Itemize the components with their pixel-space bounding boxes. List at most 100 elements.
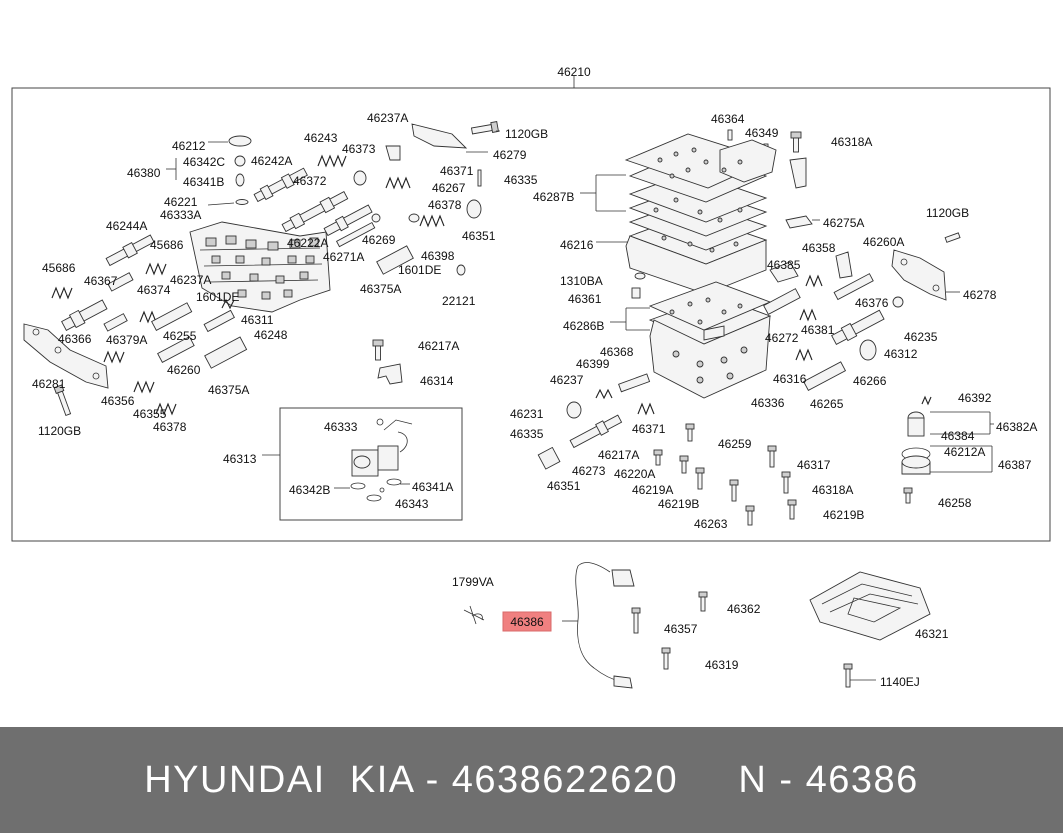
part-label: 46269 (362, 233, 396, 247)
part-label: 46349 (745, 126, 779, 140)
part-label: 46362 (727, 602, 761, 616)
solenoid-assembly (350, 418, 413, 502)
wiring-harness (562, 562, 635, 689)
part-label: 46372 (293, 174, 327, 188)
leader-lines (166, 130, 994, 681)
part-label: 46342B (289, 483, 330, 497)
part-label: 46392 (958, 391, 992, 405)
part-label: 46219B (823, 508, 864, 522)
gasket-plate-right (891, 249, 947, 301)
part-label: 46244A (106, 219, 147, 233)
part-label: 46373 (342, 142, 376, 156)
part-label: 46312 (884, 347, 918, 361)
main-assembly-frame (11, 76, 1051, 542)
part-label: 46216 (560, 238, 594, 252)
part-label: 22121 (442, 294, 476, 308)
part-label: 46374 (137, 283, 171, 297)
part-label: 46278 (963, 288, 997, 302)
part-label: 46399 (576, 357, 610, 371)
springs (51, 154, 932, 416)
part-label: 46210 (557, 65, 591, 79)
part-label: 45686 (42, 261, 76, 275)
part-label: 46219A (632, 483, 673, 497)
part-label: 46342C (183, 155, 225, 169)
part-label: 46220A (614, 467, 655, 481)
part-label: 46368 (600, 345, 634, 359)
valve-spools (61, 167, 904, 470)
part-label: 46341B (183, 175, 224, 189)
part-label: 46222A (287, 236, 328, 250)
part-label: 46356 (101, 394, 135, 408)
part-label: 46258 (938, 496, 972, 510)
part-label: 46317 (797, 458, 831, 472)
highlight-box (502, 611, 552, 632)
highlighted-part-callout[interactable]: 46386 (502, 611, 552, 632)
part-number-labels: 46210462124638046342C46341B46242A4624346… (32, 65, 1037, 689)
part-label: 46318A (812, 483, 853, 497)
part-label: 46381 (801, 323, 835, 337)
parts-diagram: 46210462124638046342C46341B46242A4624346… (11, 65, 1051, 689)
part-label: 46361 (568, 292, 602, 306)
footer-bar: HYUNDAI KIA - 4638622620 N - 46386 (0, 727, 1063, 833)
solenoid-inset-frame (279, 407, 463, 521)
part-label: 1799VA (452, 575, 494, 589)
part-label: 1120GB (926, 206, 969, 220)
plate-stack-lower (648, 281, 772, 399)
part-label: 46380 (127, 166, 161, 180)
part-label: 46237A (170, 273, 211, 287)
part-label: 46351 (547, 479, 581, 493)
part-label: 46376 (855, 296, 889, 310)
part-label: 46287B (533, 190, 574, 204)
part-label: 46267 (432, 181, 466, 195)
part-label: 45686 (150, 238, 184, 252)
part-label: 46212A (944, 445, 985, 459)
right-small-parts (703, 157, 853, 341)
part-label: 46341A (412, 480, 453, 494)
part-label: 46263 (694, 517, 728, 531)
part-label: 46217A (418, 339, 459, 353)
part-label: 46237 (550, 373, 584, 387)
part-label: 46321 (915, 627, 949, 641)
part-label: 46231 (510, 407, 544, 421)
part-label: 46286B (563, 319, 604, 333)
part-label: 46237A (367, 111, 408, 125)
part-label: 46364 (711, 112, 745, 126)
part-label: 46371 (440, 164, 474, 178)
part-label: 46319 (705, 658, 739, 672)
plate-stack-upper (624, 133, 777, 295)
part-label: 46260 (167, 363, 201, 377)
part-label: 46384 (941, 429, 975, 443)
gasket-plate-left (23, 323, 109, 389)
part-label: 46281 (32, 377, 66, 391)
part-label: 46219B (658, 497, 699, 511)
part-label: 46379A (106, 333, 147, 347)
detent-plate (385, 123, 468, 161)
part-label: 46271A (323, 250, 364, 264)
part-label: 46335 (510, 427, 544, 441)
part-label: 46375A (208, 383, 249, 397)
part-label: 46265 (810, 397, 844, 411)
part-label: 46235 (904, 330, 938, 344)
part-label: 46266 (853, 374, 887, 388)
part-label: 46333 (324, 420, 358, 434)
part-label: 1140EJ (880, 675, 920, 689)
part-label: 46382A (996, 420, 1037, 434)
part-label: 46355 (133, 407, 167, 421)
part-label: 46273 (572, 464, 606, 478)
part-label: 46385 (767, 258, 801, 272)
part-label: 46378 (153, 420, 187, 434)
part-label: 46248 (254, 328, 288, 342)
part-label: 46343 (395, 497, 429, 511)
detent-bracket (377, 363, 403, 385)
part-label: 46260A (863, 235, 904, 249)
part-label: 46378 (428, 198, 462, 212)
part-label: 46351 (462, 229, 496, 243)
part-label: 46311 (241, 313, 274, 327)
part-label: 46371 (632, 422, 666, 436)
part-label: 46259 (718, 437, 752, 451)
part-label: 46275A (823, 216, 864, 230)
part-label: 46357 (664, 622, 698, 636)
part-label: 46387 (998, 458, 1032, 472)
oil-filter (809, 571, 931, 641)
